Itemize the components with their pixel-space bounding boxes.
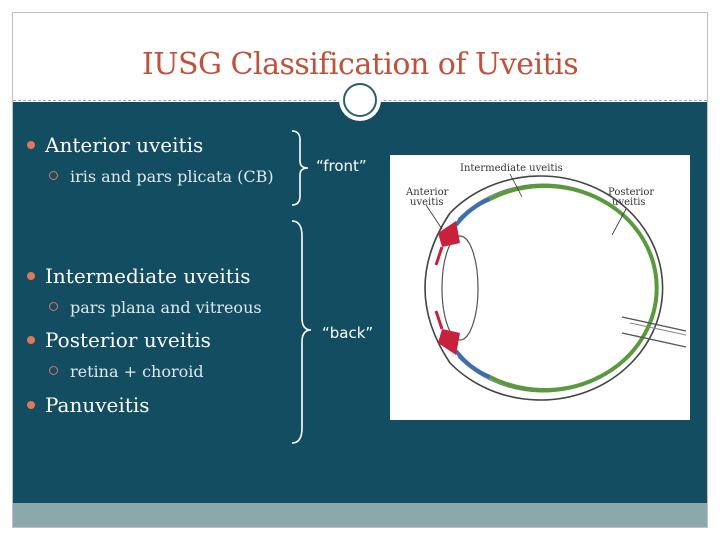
subbullet-label: pars plana and vitreous — [70, 298, 262, 317]
leader-anterior — [425, 204, 443, 230]
subbullet-label: iris and pars plicata (CB) — [70, 167, 274, 186]
sclera-outline — [449, 175, 664, 401]
subbullet-ring-icon — [49, 171, 58, 180]
front-brace-icon — [291, 130, 309, 206]
subbullet-ring-icon — [49, 302, 58, 311]
bullet-anterior-uveitis: Anterior uveitis — [27, 133, 203, 157]
bullet-intermediate-uveitis: Intermediate uveitis — [27, 264, 250, 288]
optic-nerve-bottom — [621, 332, 687, 348]
bullet-dot-icon — [27, 271, 35, 280]
bullet-dot-icon — [27, 335, 35, 344]
anterior-iris-top — [438, 221, 460, 247]
eye-diagram-svg: Intermediate uveitis Anterior uveitis Po… — [405, 163, 687, 401]
intermediate-band-bottom — [454, 349, 491, 379]
cornea-outline — [424, 212, 451, 364]
iris-edge-top — [434, 246, 444, 266]
bullet-label: Panuveitis — [45, 393, 150, 417]
eye-diagram: Intermediate uveitis Anterior uveitis Po… — [390, 155, 690, 420]
bullet-label: Posterior uveitis — [45, 328, 211, 352]
back-brace-icon — [291, 220, 312, 444]
bullet-panuveitis: Panuveitis — [27, 393, 149, 417]
diagram-label-anterior-2: uveitis — [410, 197, 444, 208]
subbullet-label: retina + choroid — [70, 362, 204, 381]
circle-ornament-ring — [343, 83, 377, 117]
back-label: “back” — [322, 324, 374, 342]
bullet-dot-icon — [27, 400, 35, 409]
subbullet-ring-icon — [49, 366, 58, 375]
subbullet-anterior: iris and pars plicata (CB) — [49, 167, 274, 186]
diagram-label-posterior-1: Posterior — [608, 187, 654, 198]
iris-edge-bottom — [434, 310, 444, 330]
diagram-label-anterior-1: Anterior — [405, 187, 449, 198]
optic-nerve-inner — [629, 322, 687, 336]
front-label: “front” — [316, 157, 367, 175]
bullet-label: Intermediate uveitis — [45, 264, 251, 288]
bullet-label: Anterior uveitis — [45, 133, 204, 157]
anterior-iris-bottom — [438, 329, 460, 355]
leader-posterior — [611, 208, 627, 236]
optic-nerve-top — [621, 316, 687, 332]
inner-wall-outline — [457, 183, 658, 393]
leader-intermediate — [509, 173, 523, 198]
bullet-dot-icon — [27, 140, 35, 149]
divider-circle-ornament — [339, 79, 381, 121]
slide-title: IUSG Classification of Uveitis — [141, 47, 579, 82]
bullet-posterior-uveitis: Posterior uveitis — [27, 328, 211, 352]
subbullet-intermediate: pars plana and vitreous — [49, 298, 262, 317]
subbullet-posterior: retina + choroid — [49, 362, 204, 381]
diagram-label-intermediate: Intermediate uveitis — [460, 163, 563, 174]
lens-outline — [441, 235, 479, 341]
posterior-band — [489, 184, 659, 392]
diagram-label-posterior-2: uveitis — [612, 197, 646, 208]
footer-bar — [13, 503, 707, 527]
intermediate-band-top — [454, 197, 491, 227]
